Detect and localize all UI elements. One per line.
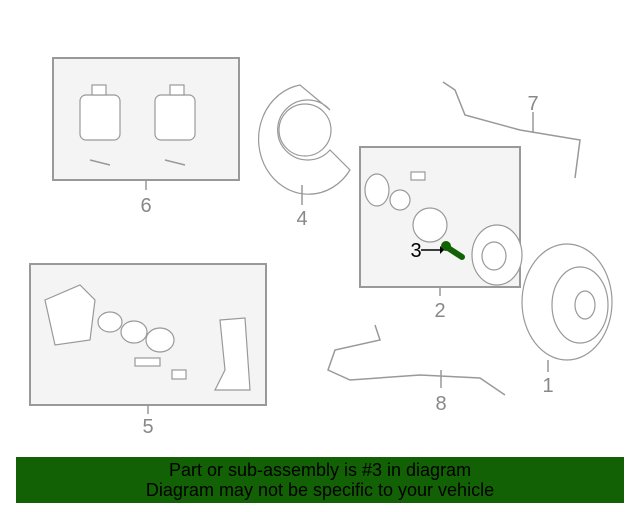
dust-shield[interactable] xyxy=(258,84,351,195)
callout-2: 2 xyxy=(434,300,445,322)
caliper-group[interactable] xyxy=(29,263,267,406)
info-banner: Part or sub-assembly is #3 in diagram Di… xyxy=(16,457,624,503)
brake-pad-group[interactable] xyxy=(52,57,240,181)
callout-4: 4 xyxy=(296,208,307,230)
callout-8: 8 xyxy=(435,393,446,415)
callout-7: 7 xyxy=(527,93,538,115)
brake-rotor[interactable] xyxy=(521,243,613,361)
callout-1: 1 xyxy=(542,375,553,397)
callout-6: 6 xyxy=(140,195,151,217)
brake-hose[interactable] xyxy=(442,81,581,179)
banner-line-part: Part or sub-assembly is #3 in diagram xyxy=(168,460,472,480)
abs-sensor-wire[interactable] xyxy=(327,324,506,396)
wheel-bolt-highlighted[interactable] xyxy=(421,241,465,260)
hub-bearing-group[interactable] xyxy=(359,146,523,288)
banner-line-disclaimer: Diagram may not be specific to your vehi… xyxy=(145,480,495,500)
callout-5: 5 xyxy=(142,416,153,438)
callout-3: 3 xyxy=(410,240,421,262)
